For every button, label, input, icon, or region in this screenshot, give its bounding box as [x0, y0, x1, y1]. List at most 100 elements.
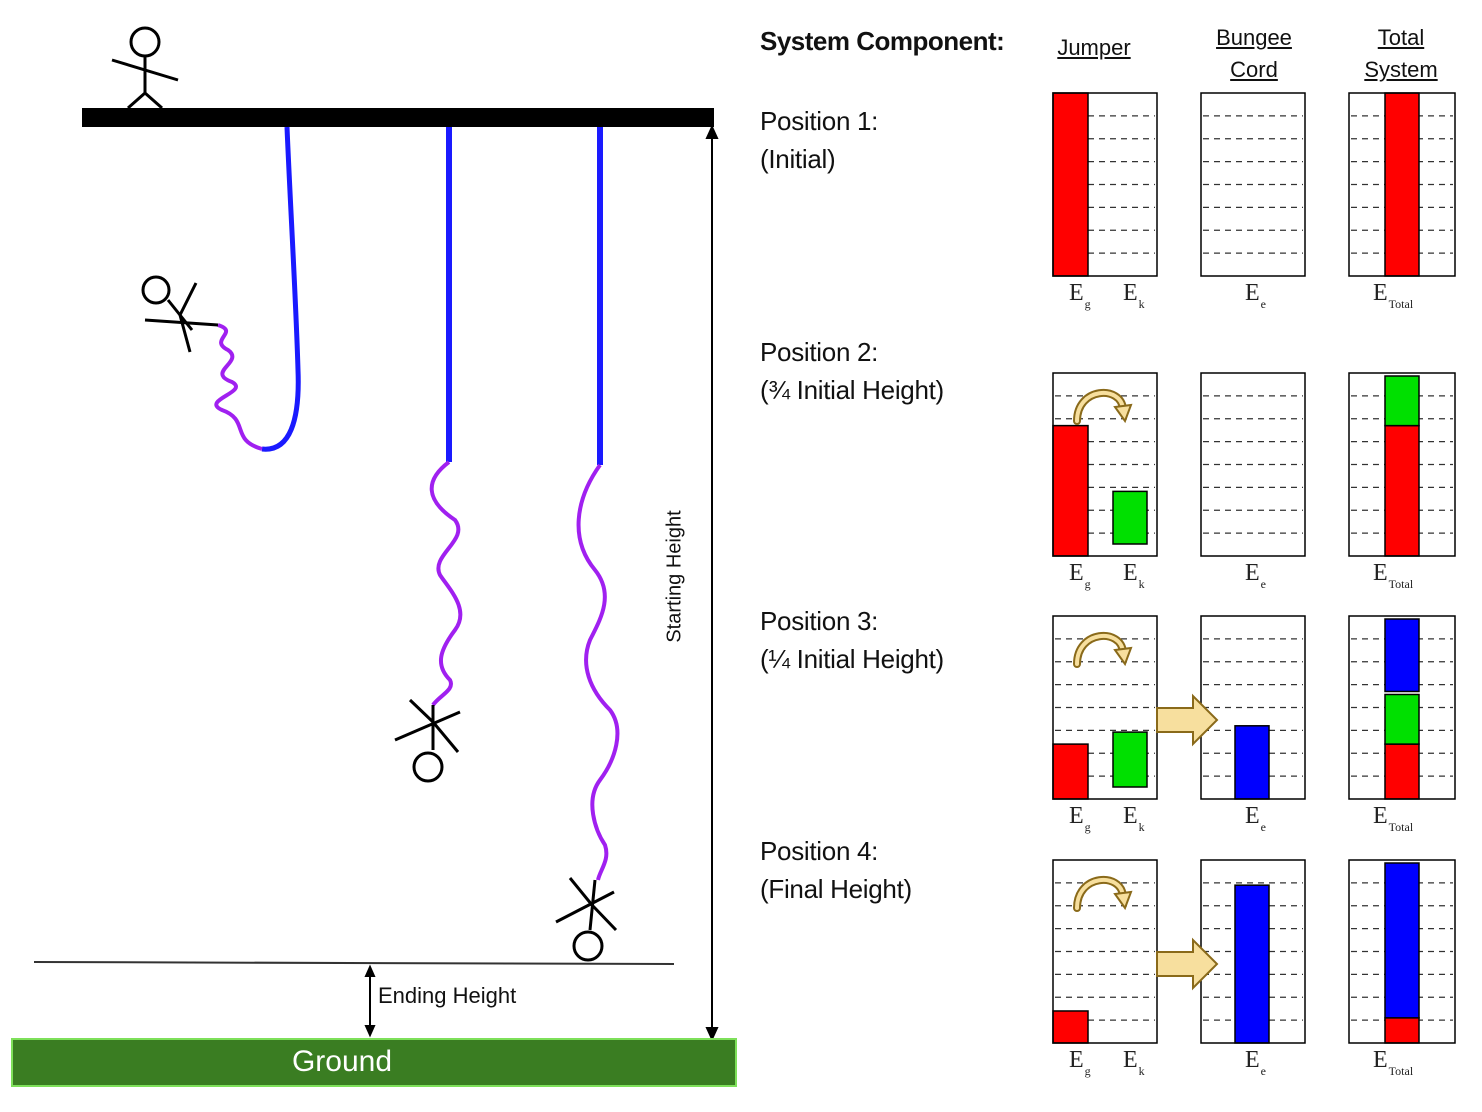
- position-3-jumper-eg-bar: [1052, 743, 1089, 800]
- position-3-eg-label-main: E: [1069, 803, 1084, 829]
- position-2-eg-label-main: E: [1069, 560, 1084, 586]
- jump-platform: [82, 108, 714, 127]
- position-1-etotal-label: ETotal: [1373, 280, 1413, 312]
- position-4-total-eg-segment: [1384, 1017, 1420, 1044]
- position-1-etotal-label-main: E: [1373, 280, 1388, 306]
- position-4-title: Position 4: (Final Height): [760, 832, 912, 908]
- position-2-total-eg-segment: [1384, 424, 1420, 557]
- position-4-subtitle: (Final Height): [760, 874, 912, 904]
- position-3-cord-ee-bar: [1234, 725, 1270, 800]
- jump-scene: [11, 26, 737, 1087]
- stick-figure-standing: [111, 26, 179, 110]
- starting-height-arrow: [705, 124, 719, 1042]
- position-4-cord-ee-bar: [1234, 884, 1270, 1044]
- position-1-eg-label-subscript: g: [1084, 297, 1091, 311]
- position-2-ek-label-subscript: k: [1138, 577, 1145, 591]
- ground: [11, 1038, 737, 1087]
- position-4-ee-label-main: E: [1245, 1047, 1260, 1073]
- stick-figure-position-3: [394, 698, 461, 783]
- position-2-jumper-box: [1052, 372, 1158, 557]
- position-3-ee-label-main: E: [1245, 803, 1260, 829]
- position-2-ee-label-main: E: [1245, 560, 1260, 586]
- position-3-title: Position 3: (¼ Initial Height): [760, 602, 944, 678]
- ground-label: Ground: [291, 1045, 393, 1078]
- position-1-heading: Position 1:: [760, 106, 879, 136]
- stick-figure-position-4: [555, 877, 618, 962]
- position-1-eg-label-main: E: [1069, 280, 1084, 306]
- position-3-total-ek-segment: [1384, 693, 1420, 745]
- position-3-eg-label-subscript: g: [1084, 820, 1091, 834]
- position-4-eg-label-subscript: g: [1084, 1064, 1091, 1078]
- position-2-eg-label-subscript: g: [1084, 577, 1091, 591]
- position-3-transfer-arc-arrow-head: [1113, 646, 1133, 667]
- position-2-ee-label: Ee: [1245, 560, 1266, 592]
- position-3-etotal-label-subscript: Total: [1388, 820, 1414, 834]
- bungee-cord-1: [261, 126, 301, 452]
- bungee-header-line1: Bungee: [1216, 25, 1292, 50]
- position-2-total-box: [1348, 372, 1456, 557]
- position-3-ee-label-subscript: e: [1260, 820, 1266, 834]
- total-header-line2: System: [1364, 57, 1438, 82]
- bungee-header-line2: Cord: [1230, 57, 1278, 82]
- position-4-ek-label-main: E: [1123, 1047, 1138, 1073]
- position-3-eg-label: Eg: [1069, 803, 1091, 835]
- position-3-transfer-block-arrow: [1156, 693, 1219, 747]
- position-3-subtitle: (¼ Initial Height): [760, 644, 944, 674]
- position-4-heading: Position 4:: [760, 836, 879, 866]
- position-2-jumper-ek-bar: [1112, 490, 1148, 545]
- position-2-transfer-arc-arrow-head: [1113, 403, 1133, 424]
- jumper-header: Jumper: [1057, 35, 1131, 60]
- position-1-title: Position 1: (Initial): [760, 102, 878, 178]
- position-3-ee-label: Ee: [1245, 803, 1266, 835]
- position-3-total-ee-segment: [1384, 618, 1420, 693]
- position-1-total-eg-segment: [1384, 92, 1420, 277]
- position-3-ek-label: Ek: [1123, 803, 1145, 835]
- position-3-jumper-ek-bar: [1112, 731, 1148, 788]
- position-4-etotal-label-subscript: Total: [1388, 1064, 1414, 1078]
- position-4-eg-label: Eg: [1069, 1047, 1091, 1079]
- total-header-line1: Total: [1377, 25, 1425, 50]
- position-2-etotal-label-subscript: Total: [1388, 577, 1414, 591]
- position-4-etotal-label: ETotal: [1373, 1047, 1413, 1079]
- stretched-spring-3: [576, 463, 620, 881]
- position-1-cord-box: [1200, 92, 1306, 277]
- position-4-ek-label-subscript: k: [1138, 1064, 1145, 1078]
- ending-height-arrow: [364, 964, 376, 1038]
- starting-height-label: Starting Height: [663, 510, 686, 643]
- position-1-ee-label: Ee: [1245, 280, 1266, 312]
- position-4-eg-label-main: E: [1069, 1047, 1084, 1073]
- position-1-jumper-box: [1052, 92, 1158, 277]
- ending-height-line: [33, 961, 675, 965]
- position-4-transfer-arc-arrow: [1075, 877, 1125, 910]
- position-3-transfer-arc-arrow: [1075, 633, 1125, 666]
- system-component-label: System Component:: [760, 26, 1005, 56]
- position-2-ek-label-main: E: [1123, 560, 1138, 586]
- total-header: Total System: [1352, 22, 1450, 86]
- position-1-etotal-label-subscript: Total: [1388, 297, 1414, 311]
- position-2-transfer-arc-arrow: [1075, 390, 1125, 423]
- bungee-header: Bungee Cord: [1205, 22, 1303, 86]
- position-4-ee-label: Ee: [1245, 1047, 1266, 1079]
- energy-bar-panels: [1052, 92, 1456, 1044]
- position-1-subtitle: (Initial): [760, 144, 836, 174]
- position-4-transfer-arc-arrow-head: [1113, 890, 1133, 911]
- position-3-total-eg-segment: [1384, 743, 1420, 800]
- position-4-total-ee-segment: [1384, 862, 1420, 1019]
- position-1-ek-label-subscript: k: [1138, 297, 1145, 311]
- position-2-title: Position 2: (¾ Initial Height): [760, 333, 944, 409]
- position-3-heading: Position 3:: [760, 606, 879, 636]
- position-4-ee-label-subscript: e: [1260, 1064, 1266, 1078]
- position-2-cord-box: [1200, 372, 1306, 557]
- position-2-total-ek-segment: [1384, 375, 1420, 427]
- position-2-ee-label-subscript: e: [1260, 577, 1266, 591]
- ending-height-label: Ending Height: [378, 983, 517, 1008]
- position-1-eg-label: Eg: [1069, 280, 1091, 312]
- stretched-spring-1: [214, 323, 263, 451]
- position-3-ek-label-subscript: k: [1138, 820, 1145, 834]
- position-3-total-box: [1348, 615, 1456, 800]
- position-1-total-box: [1348, 92, 1456, 277]
- position-1-ee-label-main: E: [1245, 280, 1260, 306]
- position-2-jumper-eg-bar: [1052, 424, 1089, 557]
- position-4-ek-label: Ek: [1123, 1047, 1145, 1079]
- stretched-spring-2: [429, 460, 463, 707]
